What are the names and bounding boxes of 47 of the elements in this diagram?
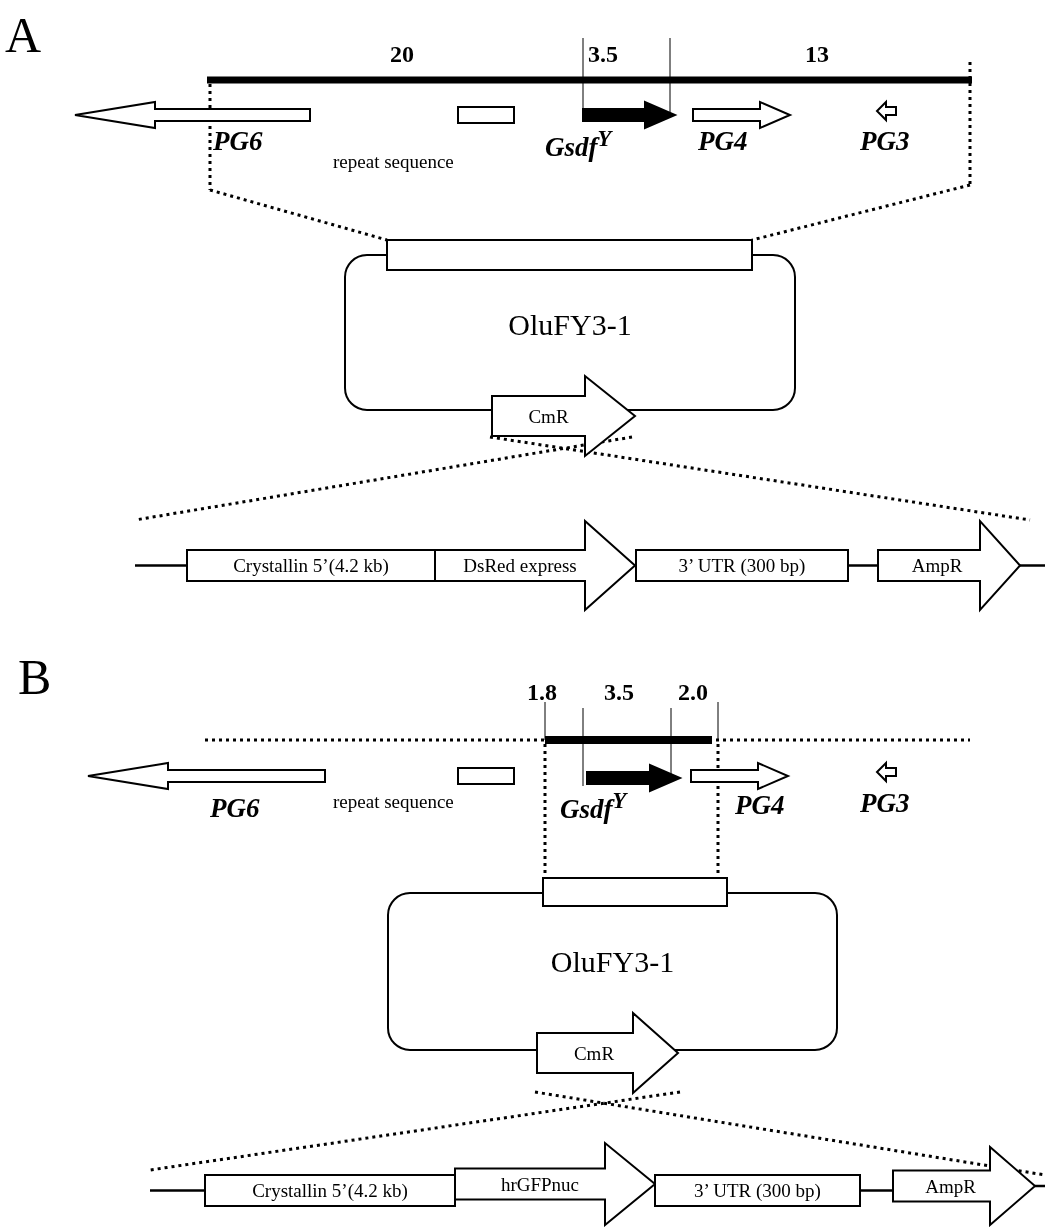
gene-name: PG6 xyxy=(213,128,263,155)
coding-sequence-block xyxy=(878,520,1020,611)
element-label: CmR xyxy=(572,1043,616,1063)
element-label: CmR xyxy=(527,406,570,426)
backbone-line xyxy=(150,1189,205,1192)
coding-sequence-block xyxy=(455,1142,655,1226)
region-label: repeat sequence xyxy=(333,792,454,811)
plasmid-name: OluFY3-1 xyxy=(550,946,675,977)
panel-letter: B xyxy=(18,652,52,702)
panel-letter: A xyxy=(5,10,42,60)
size-label: 1.8 xyxy=(527,680,557,704)
backbone-line xyxy=(135,564,187,567)
element-label: hrGFPnuc xyxy=(499,1174,581,1194)
backbone-line xyxy=(848,564,878,567)
gene-name: PG3 xyxy=(860,128,910,155)
coding-sequence-block xyxy=(492,375,635,457)
size-label: 3.5 xyxy=(604,680,634,704)
size-label: 3.5 xyxy=(588,42,618,66)
element-label: DsRed express xyxy=(462,556,578,575)
coding-sequence-block xyxy=(435,520,635,611)
plasmid-name: OluFY3-1 xyxy=(508,309,632,340)
region-label: repeat sequence xyxy=(333,152,454,171)
gene-name: PG4 xyxy=(698,128,748,155)
coding-sequence-block xyxy=(537,1012,678,1094)
element-label: Crystallin 5’(4.2 kb) xyxy=(252,1181,408,1200)
gene-name: PG3 xyxy=(860,790,910,817)
gene-name: PG4 xyxy=(735,792,785,819)
element-label: 3’ UTR (300 bp) xyxy=(694,1181,821,1200)
backbone-line xyxy=(860,1189,893,1192)
insert-box xyxy=(543,878,727,906)
gene-name: Gsdf$^{Y}$ xyxy=(545,128,612,161)
gene-name: Gsdf$^{Y}$ xyxy=(560,790,627,823)
element-label: Crystallin 5’(4.2 kb) xyxy=(233,556,389,575)
size-label: 13 xyxy=(805,42,829,66)
element-label: 3’ UTR (300 bp) xyxy=(678,556,806,575)
element-label: AmpR xyxy=(910,556,964,575)
element-box xyxy=(187,550,435,581)
size-label: 20 xyxy=(390,42,414,66)
element-label: AmpR xyxy=(924,1176,977,1196)
insert-box xyxy=(387,240,752,270)
size-label: 2.0 xyxy=(678,680,708,704)
backbone-line xyxy=(1020,564,1045,567)
element-box xyxy=(655,1175,860,1206)
coding-sequence-block xyxy=(893,1146,1035,1226)
element-box xyxy=(205,1175,455,1206)
element-box xyxy=(636,550,848,581)
gene-name: PG6 xyxy=(210,795,260,822)
